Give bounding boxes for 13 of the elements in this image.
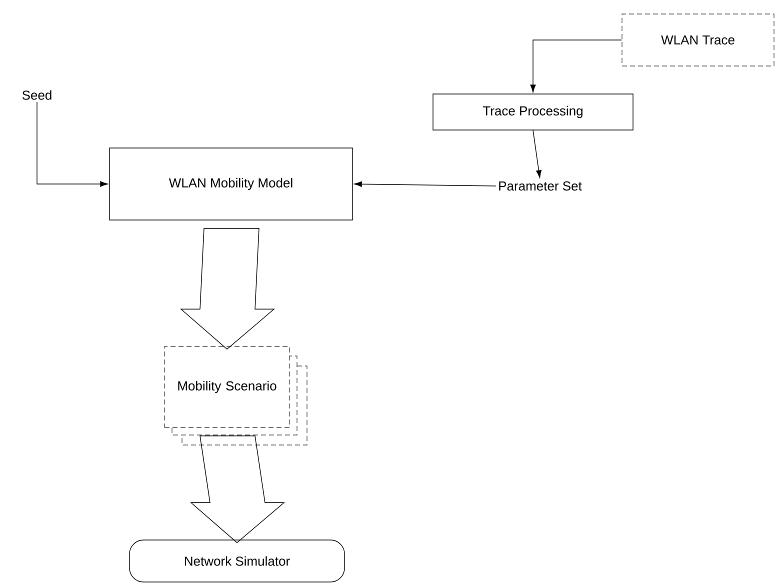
block-arrow — [190, 436, 285, 544]
process-box: WLAN Mobility Model — [109, 148, 353, 220]
input-label: Seed — [22, 90, 52, 100]
arrow — [530, 40, 622, 92]
data-box: WLAN Trace — [622, 14, 774, 66]
arrow — [354, 181, 496, 187]
output-label: Parameter Set — [499, 181, 582, 191]
terminal-box: Network Simulator — [129, 540, 345, 582]
arrow — [532, 130, 542, 178]
arrow — [36, 102, 108, 187]
process-box: Trace Processing — [432, 94, 634, 130]
block-arrow — [180, 228, 275, 350]
document-stack: Mobility Scenario — [164, 346, 308, 446]
